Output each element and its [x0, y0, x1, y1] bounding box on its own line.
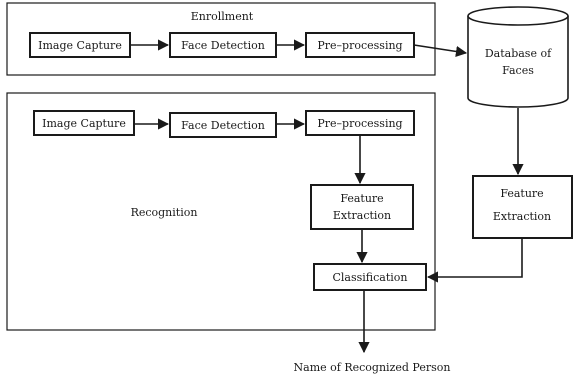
db-feature-label-line2: Extraction: [493, 210, 551, 223]
enrollment-frame: [6, 2, 436, 76]
recognition-frame: [6, 92, 436, 331]
database-label-line2: Faces: [502, 64, 534, 77]
db-feature-extraction-node: Feature Extraction: [472, 175, 573, 239]
recog-image-capture-node: Image Capture: [33, 110, 135, 136]
database-of-faces-node: Database of Faces: [467, 6, 569, 108]
edge-db-feature-to-classification: [426, 238, 523, 283]
enroll-preprocessing-label: Pre–processing: [317, 39, 402, 52]
classification-node: Classification: [313, 263, 427, 291]
enroll-image-capture-label: Image Capture: [38, 39, 122, 52]
recog-feature-label-line1: Feature: [340, 192, 383, 205]
enroll-preprocessing-node: Pre–processing: [305, 32, 415, 58]
recognition-title: Recognition: [131, 206, 198, 219]
recog-preprocessing-label: Pre–processing: [317, 117, 402, 130]
recog-feature-extraction-node: Feature Extraction: [310, 184, 414, 230]
recog-face-detection-node: Face Detection: [169, 112, 277, 138]
enrollment-title: Enrollment: [191, 10, 254, 23]
edge-enroll-preprocessing-to-database: [413, 44, 468, 58]
recog-preprocessing-node: Pre–processing: [305, 110, 415, 136]
db-feature-label-line1: Feature: [500, 187, 543, 200]
output-label: Name of Recognized Person: [294, 361, 451, 374]
enroll-face-detection-node: Face Detection: [169, 32, 277, 58]
enroll-image-capture-node: Image Capture: [29, 32, 131, 58]
enroll-face-detection-label: Face Detection: [181, 39, 265, 52]
database-label-line1: Database of: [485, 47, 552, 60]
recog-image-capture-label: Image Capture: [42, 117, 126, 130]
classification-label: Classification: [332, 271, 407, 284]
recog-face-detection-label: Face Detection: [181, 119, 265, 132]
recog-feature-label-line2: Extraction: [333, 209, 391, 222]
